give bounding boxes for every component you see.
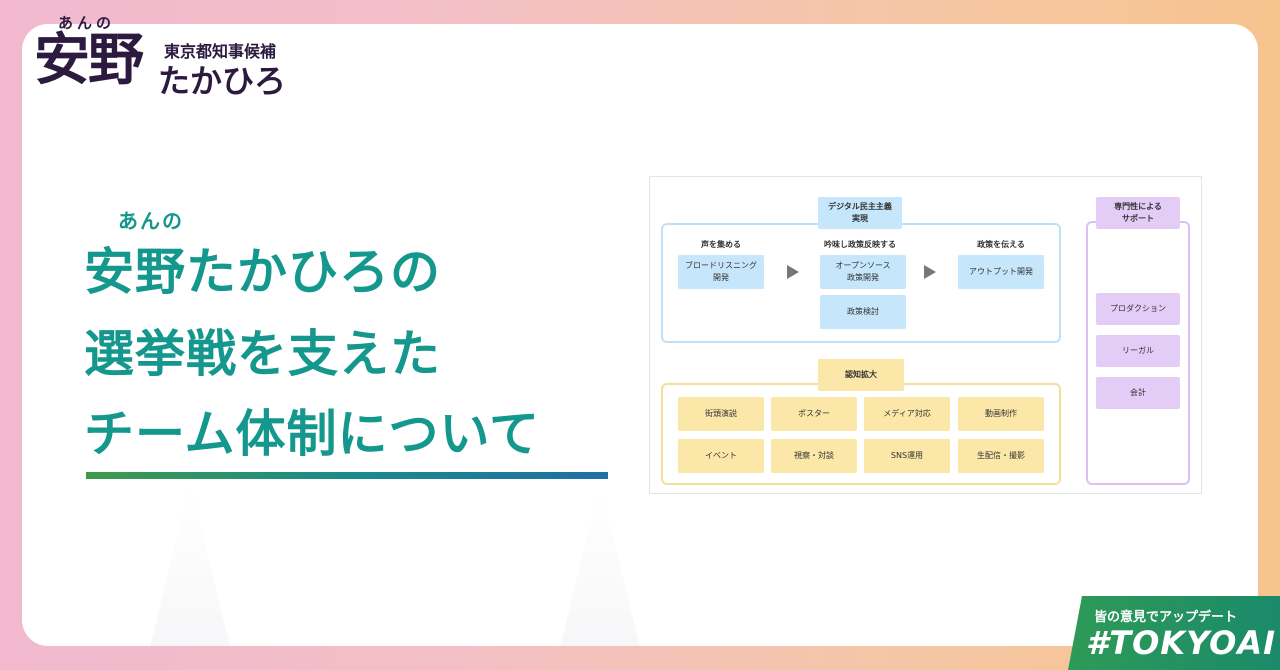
badge-hashtag: #TOKYOAI: [1086, 624, 1276, 662]
col3-label: 政策を伝える: [977, 240, 1025, 249]
support-item: リーガル: [1096, 335, 1180, 367]
title-underline: [86, 472, 608, 479]
badge-caption: 皆の意見でアップデート: [1094, 610, 1238, 625]
col1-label: 声を集める: [701, 240, 741, 249]
logo-ruby: あんの: [58, 14, 116, 32]
logo-name: たかひろ: [158, 62, 287, 100]
support-item: 会計: [1096, 377, 1180, 409]
broad-listening-box: ブロードリスニング 開発: [678, 255, 764, 289]
policy-header: デジタル民主主義 実現: [818, 197, 902, 229]
awareness-item: ポスター: [771, 397, 857, 431]
logo-main: 安野: [34, 28, 144, 93]
awareness-item: イベント: [678, 439, 764, 473]
tokyoai-badge: 皆の意見でアップデート #TOKYOAI: [1068, 596, 1280, 670]
open-source-policy-box: オープンソース 政策開発: [820, 255, 906, 289]
policy-review-box: 政策検討: [820, 295, 906, 329]
output-dev-box: アウトプット開発: [958, 255, 1044, 289]
team-structure-diagram: デジタル民主主義 実現 声を集める 吟味し政策反映する 政策を伝える ブロードリ…: [649, 176, 1202, 494]
col2-label: 吟味し政策反映する: [824, 240, 896, 249]
awareness-header: 認知拡大: [818, 359, 904, 391]
support-item: プロダクション: [1096, 293, 1180, 325]
awareness-item: 動画制作: [958, 397, 1044, 431]
awareness-item: SNS運用: [864, 439, 950, 473]
logo-subtitle: 東京都知事候補: [164, 42, 277, 61]
logo: あんの 安野 東京都知事候補 たかひろ: [30, 8, 300, 100]
title-line-2: 選挙戦を支えた: [84, 325, 441, 383]
title-ruby: あんの: [118, 209, 184, 233]
title-line-1: 安野たかひろの: [84, 243, 441, 301]
title-line-3: チーム体制について: [84, 405, 540, 463]
awareness-item: 視察・対談: [771, 439, 857, 473]
awareness-item: 街頭演説: [678, 397, 764, 431]
arrow-icon: [787, 265, 799, 279]
awareness-item: メディア対応: [864, 397, 950, 431]
support-header: 専門性による サポート: [1096, 197, 1180, 229]
awareness-item: 生配信・撮影: [958, 439, 1044, 473]
arrow-icon: [924, 265, 936, 279]
